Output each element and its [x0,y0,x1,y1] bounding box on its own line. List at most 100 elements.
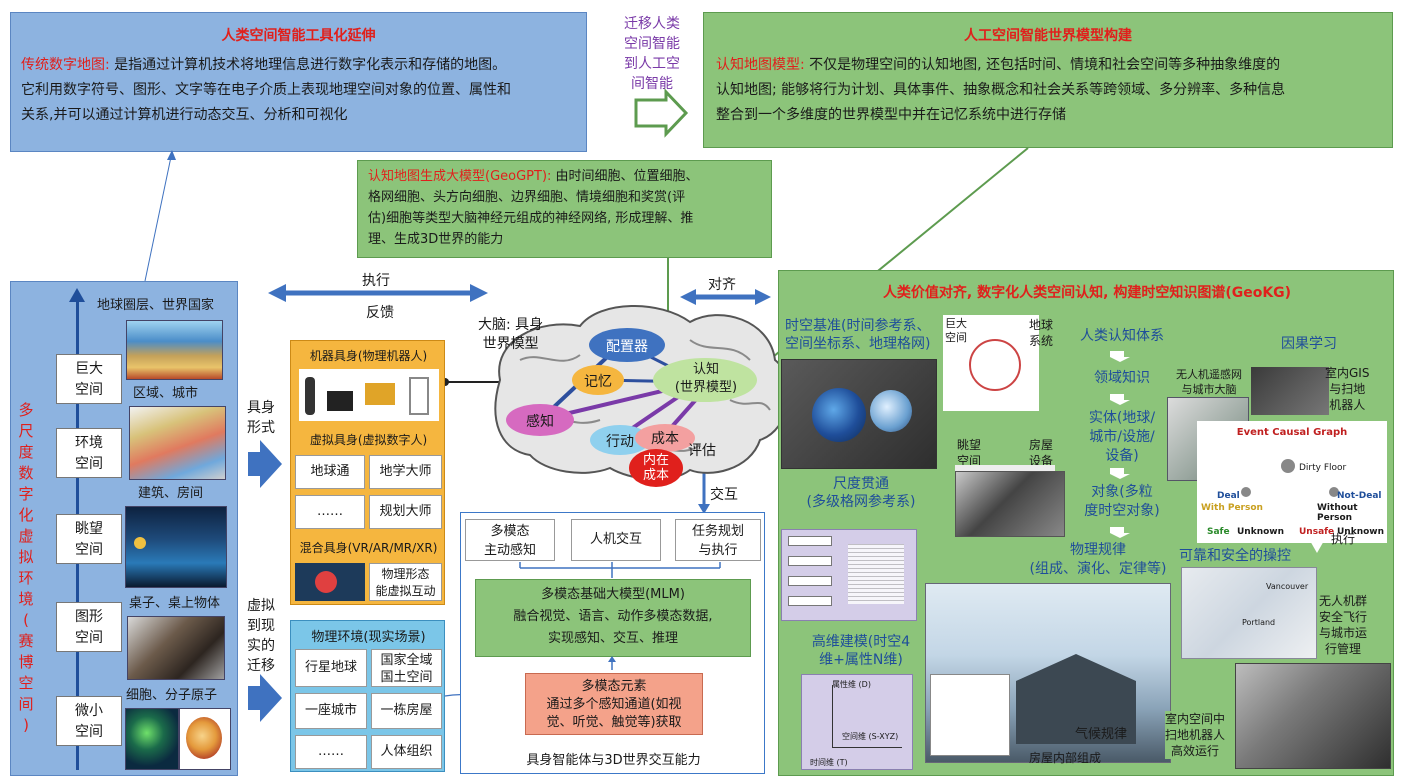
robots-image-arm [409,377,429,415]
sweeper-label: 室内空间中 扫地机器人 高效运行 [1165,711,1226,759]
center-footer: 具身智能体与3D世界交互能力 [526,753,701,768]
spacetime-line: 时空基准(时间参考系、 [785,318,931,334]
brain-caption: 大脑: 具身 世界模型 [478,316,543,354]
physical-law-line: 物理规律 [1070,542,1126,558]
physical-law-line: (组成、演化、定律等) [1029,561,1167,577]
graph-node [1329,487,1339,497]
earth-grid-image-globe [812,388,866,442]
uav-swarm-label: 无人机群 安全飞行 与城市运 行管理 [1319,593,1367,657]
uav-line: 无人机遥感网 [1176,368,1242,381]
scale-name: 微小 [75,703,103,719]
overlook-label: 眺望 空间 [957,437,981,469]
earth-grid-image [781,359,937,469]
grid-level-bar [788,536,832,546]
atom-image-nucleus [186,717,222,759]
multiscale-virtual-env-panel: 多 尺 度 数 字 化 虚 拟 环 境 ( 赛 博 空 间 ) 地球圈层、世界国… [10,281,238,776]
scale-label: 区域、城市 [133,386,199,401]
side-title-char: 博 [18,653,34,671]
scale-name: 空间 [75,382,103,398]
virtual-real-line: 虚拟 [247,598,275,614]
chain-arrow [1110,351,1130,362]
brain-diagram [494,305,791,487]
perception-label: 感知 [526,414,554,430]
migration-label: 迁移人类 空间智能 到人工空 间智能 [612,14,692,94]
axis-line [832,747,902,748]
scale-box-micro: 微小空间 [56,696,122,746]
box-title: 人工空间智能世界模型构建 [964,28,1132,44]
cell-image [125,708,179,770]
sweeper-line: 室内空间中 [1165,712,1226,726]
scale-name: 空间 [75,630,103,646]
grid-reference-image [781,529,917,621]
giant-space-line: 空间 [945,331,967,344]
inner-cost-line: 内在 [642,453,669,468]
side-title-char: 间 [18,695,34,713]
element-title: 多模态元素 [581,679,647,694]
memory-node [572,365,624,395]
embody-arrow [248,440,282,488]
align-arrowhead [680,289,696,305]
interact-arrowhead [698,504,710,514]
configurator-label: 配置器 [606,339,648,355]
axis-space-label: 空间维 (S-XYZ) [842,732,899,741]
side-title-char: 数 [18,464,34,482]
side-title-char: 拟 [18,548,34,566]
cognition-node [653,358,757,402]
grid-level-bar [788,556,832,566]
mlm-box: 多模态基础大模型(MLM) 融合视觉、语言、动作多模态数据, 实现感知、交互、推… [475,579,751,657]
earth-grid-image-globe [870,390,912,432]
deal-label: Deal [1217,491,1240,501]
center-arrowhead [608,656,616,662]
connector-arrowhead [167,150,176,160]
side-title: 多 尺 度 数 字 化 虚 拟 环 境 ( 赛 博 空 间 ) [15,400,37,736]
body-line: 不仅是物理空间的认知地图, 还包括时间、情境和社会空间等多种抽象维度的 [804,57,1281,73]
causal-graph-title: Event Causal Graph [1236,427,1348,438]
sweeper-line: 扫地机器人 [1165,728,1226,742]
high-dim-axes-image: 属性维 (D) 空间维 (S-XYZ) 时间维 (T) [801,674,913,770]
indoor-gis-line: 与扫地 [1329,382,1366,396]
inner-cost-label: 内在 成本 [636,453,676,483]
mixed-embodiment-title: 混合具身(VR/AR/MR/XR) [299,541,438,555]
scale-label: 建筑、房间 [138,486,204,501]
scale-label: 地球圈层、世界国家 [97,298,215,313]
high-dim-label: 高维建模(时空4 维+属性N维) [783,633,939,669]
hci-box: 人机交互 [571,519,661,561]
uav-label: 无人机遥感网 与城市大脑 [1169,367,1249,397]
side-title-char: 化 [18,506,34,524]
side-title-char: ) [23,716,29,734]
physical-law-label: 物理规律 (组成、演化、定律等) [1003,541,1193,579]
exec-label: 执行 [1331,532,1356,546]
axis-attr-label: 属性维 (D) [832,680,871,689]
embody-label: 具身 形式 [247,398,275,438]
city-map-image: Vancouver Portland [1181,567,1317,659]
domain-knowledge-label: 领域知识 [1094,370,1150,386]
action-node [590,425,650,455]
high-dim-line: 维+属性N维) [819,652,903,668]
overlook-line: 眺望 [957,438,982,452]
earth-system-label: 地球 系统 [1029,317,1053,349]
room-components-image [930,674,1010,756]
unknown-label: Unknown [1337,527,1385,537]
virtual-real-line: 迁移 [247,658,275,674]
cognition-label-line: (世界模型) [674,380,738,395]
chain-arrow [1110,394,1130,405]
side-title-char: 境 [18,590,34,608]
migration-arrow [634,88,689,138]
embody-label-line: 具身 [247,400,275,416]
env-cell: 人体组织 [371,735,442,769]
mlm-line: 实现感知、交互、推理 [547,631,678,646]
body-line: 格网细胞、头方向细胞、边界细胞、情境细胞和奖赏(评 [368,190,686,205]
unsafe-label: Unsafe [1299,527,1335,537]
robot-embodiment-title: 机器具身(物理机器人) [309,349,428,363]
eval-label: 评估 [688,443,716,459]
scale-box-environment: 环境空间 [56,428,122,478]
dirty-floor-label: Dirty Floor [1299,463,1347,473]
graph-node [1241,487,1251,497]
earth-system-line: 系统 [1029,334,1054,348]
scale-throughput-label: 尺度贯通 (多级格网参考系) [783,475,939,511]
center-box-line: 主动感知 [483,543,536,558]
grid-level-bar [788,596,832,606]
grid-stack [848,544,904,604]
